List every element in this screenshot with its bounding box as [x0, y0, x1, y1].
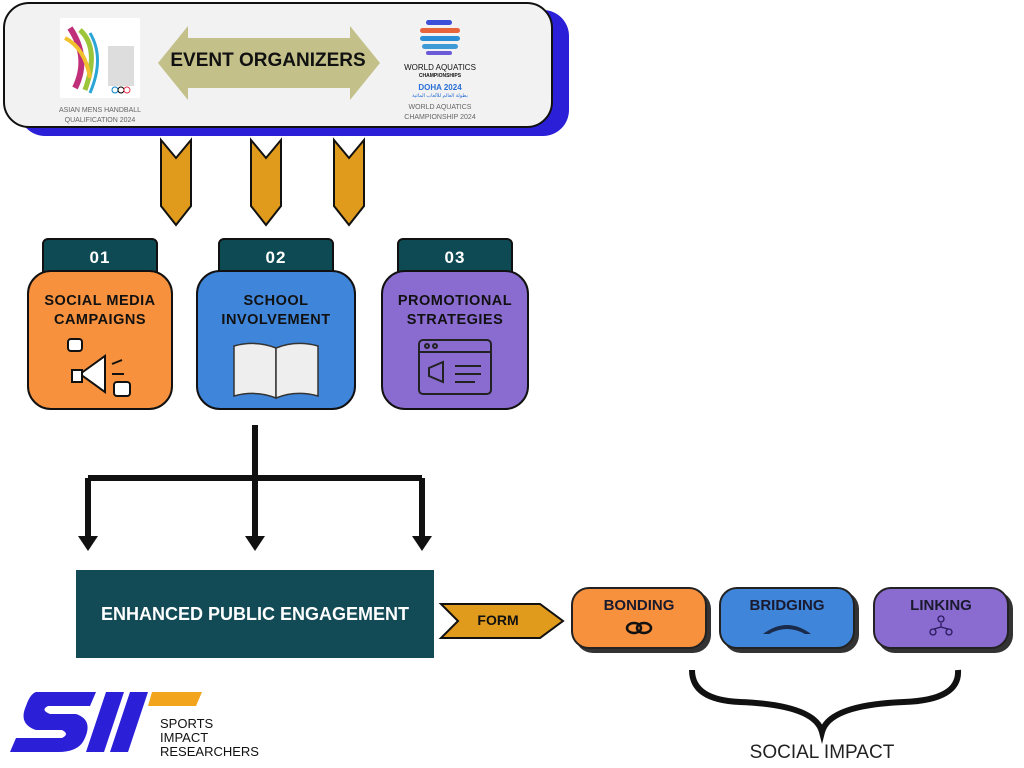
curly-brace — [689, 669, 962, 744]
double-arrow-icon — [158, 26, 380, 100]
social-bridging: BRIDGING — [719, 587, 855, 649]
chevron-arrow-icon — [160, 137, 192, 227]
social-bonding: BONDING — [571, 587, 707, 649]
aquatics-wordmark: WORLD AQUATICS CHAMPIONSHIPS DOHA 2024 ب… — [404, 63, 476, 99]
form-label: FORM — [477, 612, 519, 628]
bridge-icon — [763, 625, 811, 634]
form-arrow — [438, 603, 565, 639]
event-organizers-title: EVENT ORGANIZERS — [170, 50, 366, 71]
social-linking: LINKING — [873, 587, 1009, 649]
aquatics-logo — [420, 20, 460, 55]
book-icon — [233, 342, 319, 400]
chevron-arrow-icon — [333, 137, 365, 227]
promo-window-icon — [418, 339, 492, 395]
handball-logo — [60, 18, 140, 98]
enhanced-public-engagement: ENHANCED PUBLIC ENGAGEMENT — [76, 570, 434, 658]
chevron-arrow-icon — [250, 137, 282, 227]
social-impact-label: SOCIAL IMPACT — [749, 742, 895, 763]
network-people-icon — [929, 615, 953, 636]
sii-logo — [10, 692, 202, 752]
chain-link-icon — [625, 621, 653, 635]
megaphone-icon — [67, 338, 131, 397]
